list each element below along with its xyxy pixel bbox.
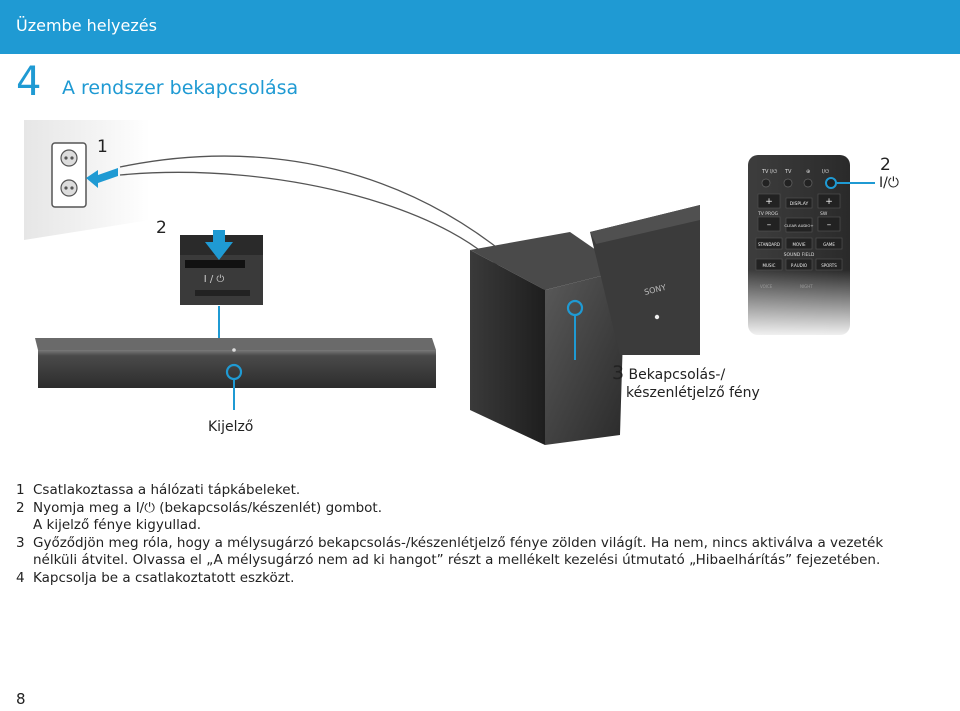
remote-key-label: STANDARD bbox=[758, 242, 780, 247]
list-item: A kijelző fénye kigyullad. bbox=[33, 517, 202, 533]
remote-key-label: + bbox=[825, 197, 833, 207]
step-number: 4 bbox=[16, 59, 42, 105]
remote-key-label: MOVIE bbox=[793, 242, 806, 247]
remote-key-label: TV I/⏻ bbox=[761, 169, 777, 175]
remote-power-symbol: I/⏻ bbox=[879, 175, 899, 191]
press-arrow-icon bbox=[205, 230, 233, 260]
remote-key-label: ⊕ bbox=[806, 169, 810, 175]
indicator-callout: 3 Bekapcsolás-/ készenlétjelző fény bbox=[612, 364, 760, 402]
remote-key-label: SPORTS bbox=[821, 263, 837, 268]
remote-key-label: TV PROG bbox=[757, 211, 779, 217]
outlet-icon bbox=[51, 142, 87, 208]
unit-power-label: I / ⏻ bbox=[204, 274, 225, 285]
step-title: A rendszer bekapcsolása bbox=[62, 77, 299, 99]
remote-key-label: MUSIC bbox=[763, 263, 776, 268]
cable-line bbox=[119, 171, 511, 281]
plug-arrow-icon bbox=[86, 168, 118, 188]
remote-key-label: – bbox=[827, 220, 832, 230]
setup-illustration: I / ⏻ SONY TV I/⏻ TV ⊕ I/⏻ bbox=[24, 120, 875, 445]
indicator-step-number: 3 bbox=[612, 362, 625, 384]
display-label: Kijelző bbox=[208, 419, 254, 435]
soundbar bbox=[35, 338, 436, 388]
remote-key-label: DISPLAY bbox=[790, 201, 809, 207]
remote-step-label: 2 bbox=[880, 155, 891, 175]
remote-control: TV I/⏻ TV ⊕ I/⏻ + DISPLAY + TV PROG SW –… bbox=[748, 155, 850, 340]
remote-power-button bbox=[825, 177, 837, 189]
subwoofer bbox=[470, 232, 625, 445]
header-bar: Üzembe helyezés bbox=[0, 0, 960, 54]
remote-key-label: + bbox=[765, 197, 773, 207]
remote-key-label: CLEAR AUDIO+ bbox=[784, 223, 813, 228]
subwoofer-closeup: SONY bbox=[590, 205, 700, 355]
section-title: Üzembe helyezés bbox=[16, 16, 157, 35]
remote-key-label: VOICE bbox=[760, 284, 773, 289]
remote-key-label: – bbox=[767, 220, 772, 230]
indicator-label-line2: készenlétjelző fény bbox=[626, 385, 760, 401]
remote-key-label: I/⏻ bbox=[822, 169, 829, 175]
page-number: 8 bbox=[16, 690, 26, 708]
remote-key-label: SW bbox=[820, 211, 828, 217]
wall-background bbox=[24, 120, 150, 240]
outlet-step-label: 1 bbox=[97, 137, 108, 157]
remote-key-label: NIGHT bbox=[800, 284, 813, 289]
remote-key-label: TV bbox=[784, 169, 792, 175]
remote-key-label: SOUND FIELD bbox=[784, 252, 815, 258]
button-step-label: 2 bbox=[156, 218, 167, 238]
remote-key-label: P.AUDIO bbox=[791, 263, 807, 268]
remote-key-label: GAME bbox=[823, 242, 835, 247]
indicator-label-line1: Bekapcsolás-/ bbox=[628, 367, 726, 383]
